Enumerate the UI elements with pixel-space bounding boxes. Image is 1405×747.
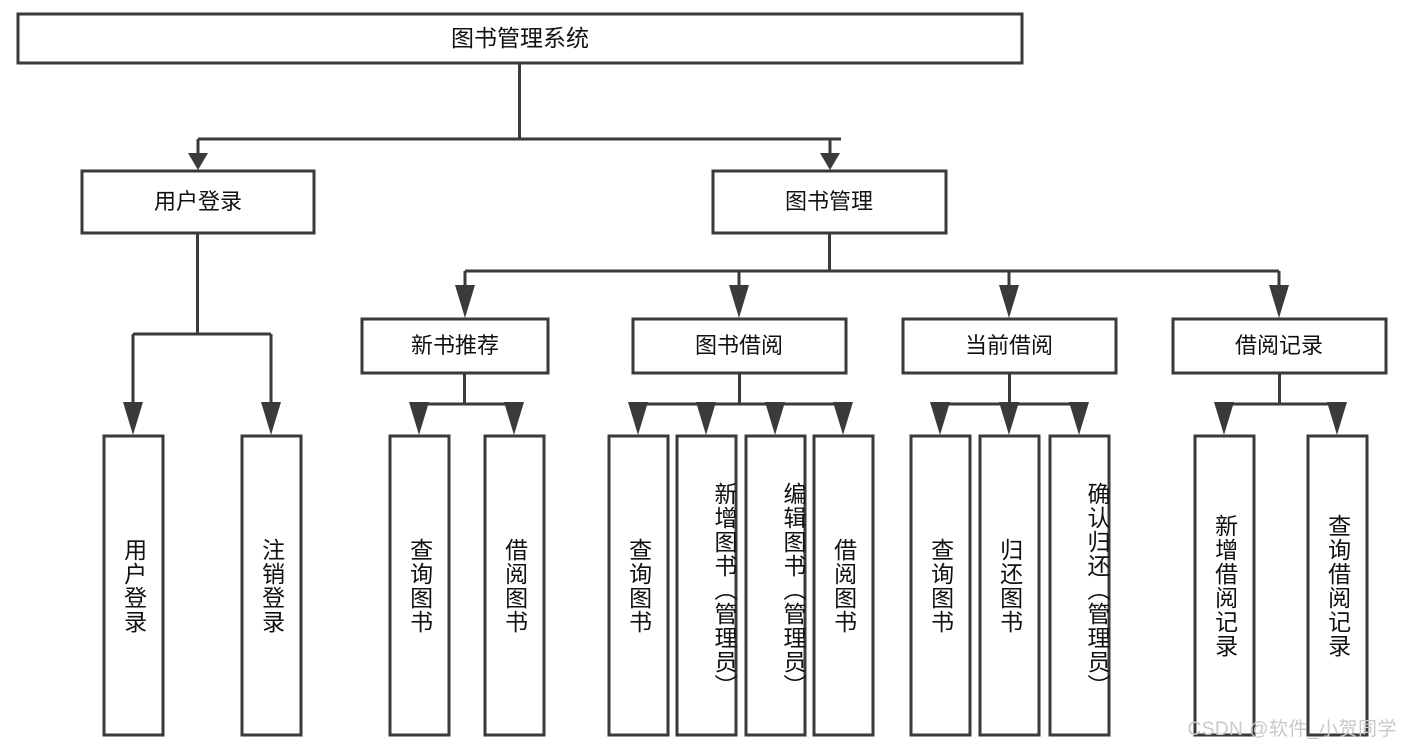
connector-bookmanage-to-level3 — [455, 233, 1289, 318]
node-book-manage[interactable] — [711, 169, 948, 235]
csdn-watermark: CSDN @软件_小贺同学 — [1187, 719, 1397, 740]
node-book-borrow[interactable] — [631, 317, 848, 375]
node-new-book-recommend-label: 新书推荐 — [411, 333, 499, 358]
connector-borrowrecord-to-leaves — [1214, 373, 1347, 435]
node-book-borrow-label: 图书借阅 — [695, 333, 783, 358]
connector-currentborrow-to-leaves — [930, 373, 1089, 435]
node-user-login-label: 用户登录 — [154, 189, 242, 214]
node-leaf-logout-login[interactable] — [240, 434, 303, 737]
connector-userlogin-to-leaves — [123, 233, 281, 435]
node-leaf-query-record[interactable] — [1306, 434, 1369, 737]
node-leaf-query-book-3[interactable] — [909, 434, 972, 737]
node-leaf-edit-book[interactable] — [744, 434, 807, 737]
node-current-borrow[interactable] — [901, 317, 1118, 375]
node-root[interactable] — [16, 12, 1024, 65]
node-book-manage-label: 图书管理 — [785, 189, 873, 214]
connector-bookborrow-to-leaves — [628, 373, 853, 435]
node-root-label: 图书管理系统 — [451, 25, 589, 51]
node-borrow-record[interactable] — [1171, 317, 1388, 375]
connector-root-to-level2 — [188, 63, 841, 170]
node-leaf-return-book[interactable] — [978, 434, 1041, 737]
node-leaf-add-record[interactable] — [1193, 434, 1256, 737]
node-user-login[interactable] — [80, 169, 316, 235]
node-leaf-add-book[interactable] — [675, 434, 738, 737]
connector-newbook-to-leaves — [409, 373, 524, 435]
node-leaf-borrow-book-1[interactable] — [483, 434, 546, 737]
node-leaf-query-book-2[interactable] — [607, 434, 670, 737]
node-leaf-query-book-1[interactable] — [388, 434, 451, 737]
node-leaf-user-login[interactable] — [102, 434, 165, 737]
node-borrow-record-label: 借阅记录 — [1235, 333, 1323, 358]
node-current-borrow-label: 当前借阅 — [965, 333, 1053, 358]
node-new-book-recommend[interactable] — [360, 317, 550, 375]
node-leaf-borrow-book-2[interactable] — [812, 434, 875, 737]
node-leaf-confirm-return[interactable] — [1048, 434, 1111, 737]
